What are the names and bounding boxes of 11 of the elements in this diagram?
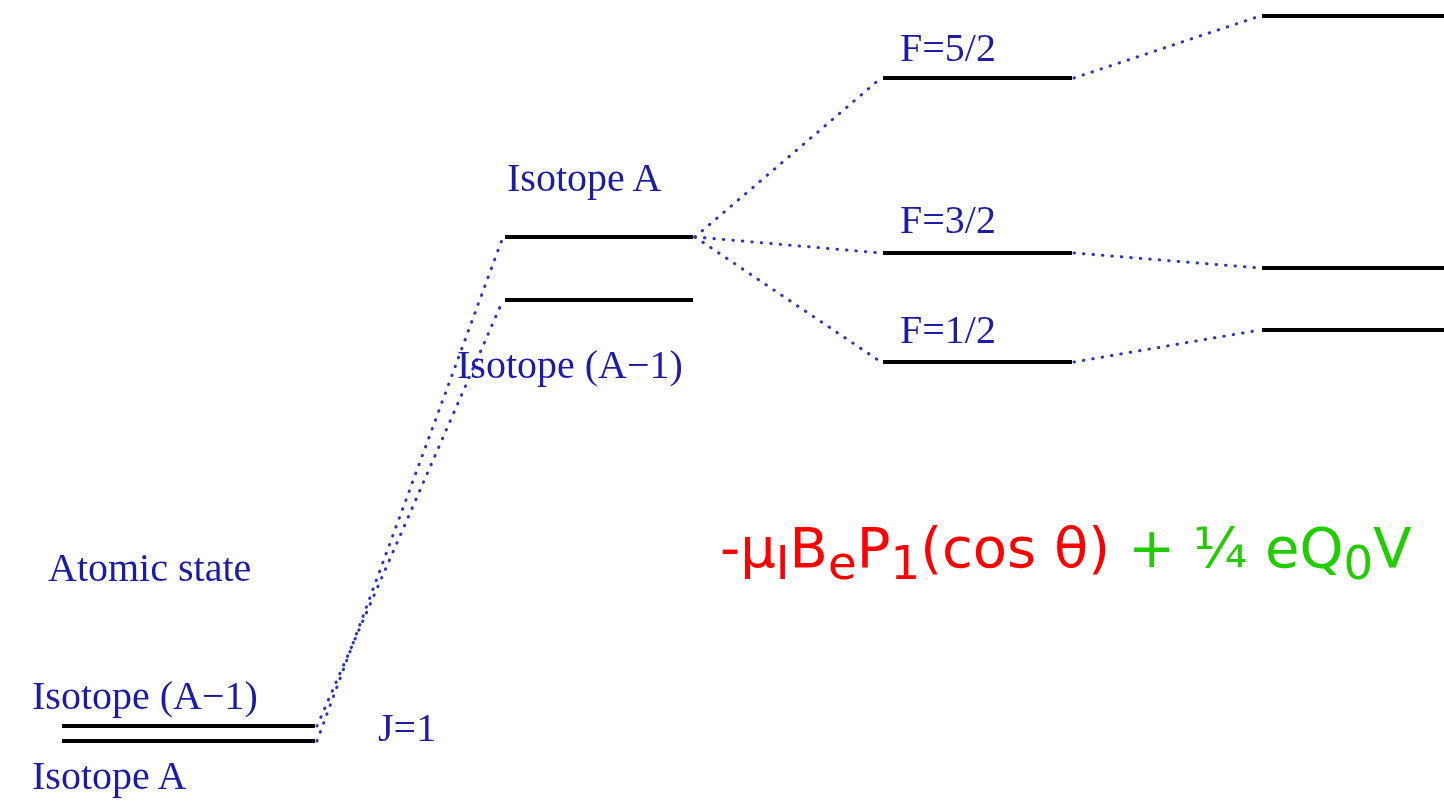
- formula-term: -μ$_{I}$B$_{e}$P$_{1}$(cos θ): [720, 520, 1111, 587]
- state-label: Atomic state: [48, 548, 252, 588]
- level-label: F=1/2: [900, 310, 996, 350]
- level-label: F=5/2: [900, 28, 996, 68]
- level-label: Isotope A: [507, 158, 662, 198]
- formula-term: + ¼ eQ$_{0}$V: [1128, 520, 1412, 587]
- level-label: Isotope A: [32, 756, 187, 796]
- level-label: Isotope (A−1): [32, 676, 258, 716]
- quantum-number-label: J=1: [378, 708, 437, 748]
- level-label: Isotope (A−1): [457, 345, 683, 385]
- level-label: F=3/2: [900, 200, 996, 240]
